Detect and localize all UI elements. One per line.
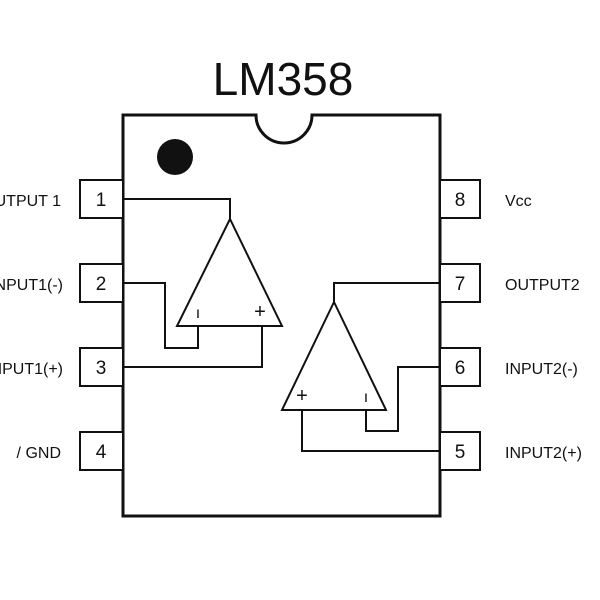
pin-1-number: 1 <box>96 190 107 211</box>
pin-4-pad <box>79 431 124 471</box>
chip-body <box>121 113 442 518</box>
pin-6-number: 6 <box>455 358 466 379</box>
wire-pin5-input2-plus <box>301 410 440 452</box>
pin-2-label: INPUT1(-) <box>0 277 63 294</box>
pin-5-number: 5 <box>455 442 466 463</box>
opamp-1-plus-symbol: + <box>254 301 266 323</box>
pin-3-number: 3 <box>96 358 107 379</box>
pin-8-label: Vcc <box>505 193 532 210</box>
pin-2-number: 2 <box>96 274 107 295</box>
pin-8-number: 8 <box>455 190 466 211</box>
pin-8-pad <box>439 179 481 219</box>
pin-7-number: 7 <box>455 274 466 295</box>
wire-pin2-input1-minus <box>123 282 199 349</box>
opamp-1-triangle <box>175 216 284 327</box>
opamp-1: ı + <box>175 216 284 327</box>
pin-7-label: OUTPUT2 <box>505 277 580 294</box>
pin-2-pad <box>79 263 124 303</box>
pin-4-label: / GND <box>17 445 61 462</box>
pin-6-label: INPUT2(-) <box>505 361 578 378</box>
pin-6-pad <box>439 347 481 387</box>
wire-pin3-input1-plus <box>123 326 263 368</box>
opamp-2: + ı <box>280 299 388 411</box>
pin-3-label: INPUT1(+) <box>0 361 63 378</box>
opamp-1-minus-symbol: ı <box>196 305 200 322</box>
pin-3-pad <box>79 347 124 387</box>
opamp-2-triangle <box>280 299 388 411</box>
pin-4-label-text: GND <box>25 445 61 462</box>
wire-pin6-input2-minus <box>365 366 440 432</box>
opamp-2-minus-symbol: ı <box>364 389 368 406</box>
pin-1-pad <box>79 179 124 219</box>
pin-4-number: 4 <box>96 442 107 463</box>
pin-5-label: INPUT2(+) <box>505 445 582 462</box>
pin-4-prefix: / <box>17 445 26 462</box>
chip-title: LM358 <box>213 53 354 105</box>
opamp-2-plus-symbol: + <box>296 385 308 407</box>
wire-pin1-output1 <box>123 198 231 219</box>
pin1-dot-marker <box>157 139 193 175</box>
wire-pin7-output2 <box>333 282 440 302</box>
pin-1-label: OUTPUT 1 <box>0 193 61 210</box>
